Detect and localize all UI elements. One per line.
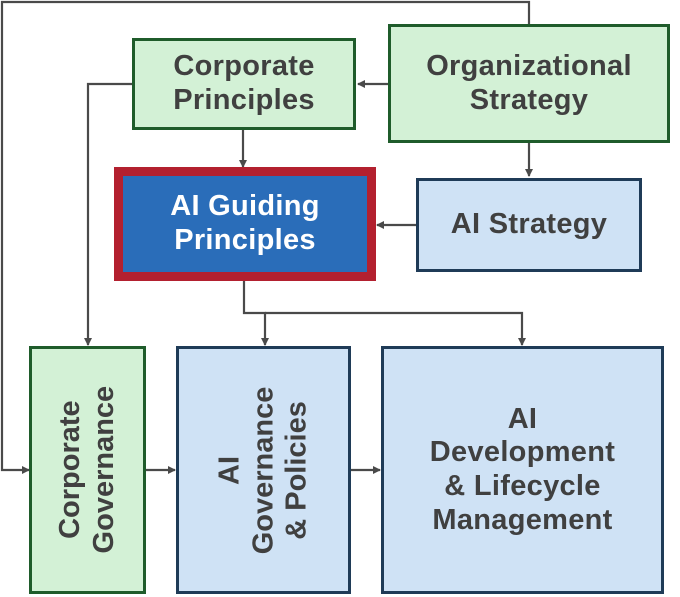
arrow-org-strategy-to-corporate-governance [0,0,531,474]
arrow-ai-guiding-to-ai-development [265,311,526,346]
ai-guiding-principles-label: AI Guiding Principles [170,190,320,256]
corporate-governance-label: Corporate Governance [53,386,120,554]
ai-governance-policies-label: AI Governance & Policies [213,386,313,554]
arrow-ai-guiding-to-ai-governance [242,281,269,346]
ai-strategy-box: AI Strategy [416,178,642,272]
corporate-governance-box: Corporate Governance [29,346,146,594]
ai-development-lifecycle-box: AI Development & Lifecycle Management [381,346,664,594]
ai-strategy-label: AI Strategy [450,208,608,241]
ai-guiding-principles-box: AI Guiding Principles [123,176,367,272]
corporate-principles-label: Corporate Principles [173,50,315,116]
corporate-principles-box: Corporate Principles [132,38,356,130]
ai-governance-policies-box: AI Governance & Policies [176,346,351,594]
ai-development-lifecycle-label: AI Development & Lifecycle Management [429,402,616,536]
arrow-corporate-principles-to-corporate-governance [84,82,134,346]
organizational-strategy-box: Organizational Strategy [388,24,670,143]
organizational-strategy-label: Organizational Strategy [426,49,632,116]
